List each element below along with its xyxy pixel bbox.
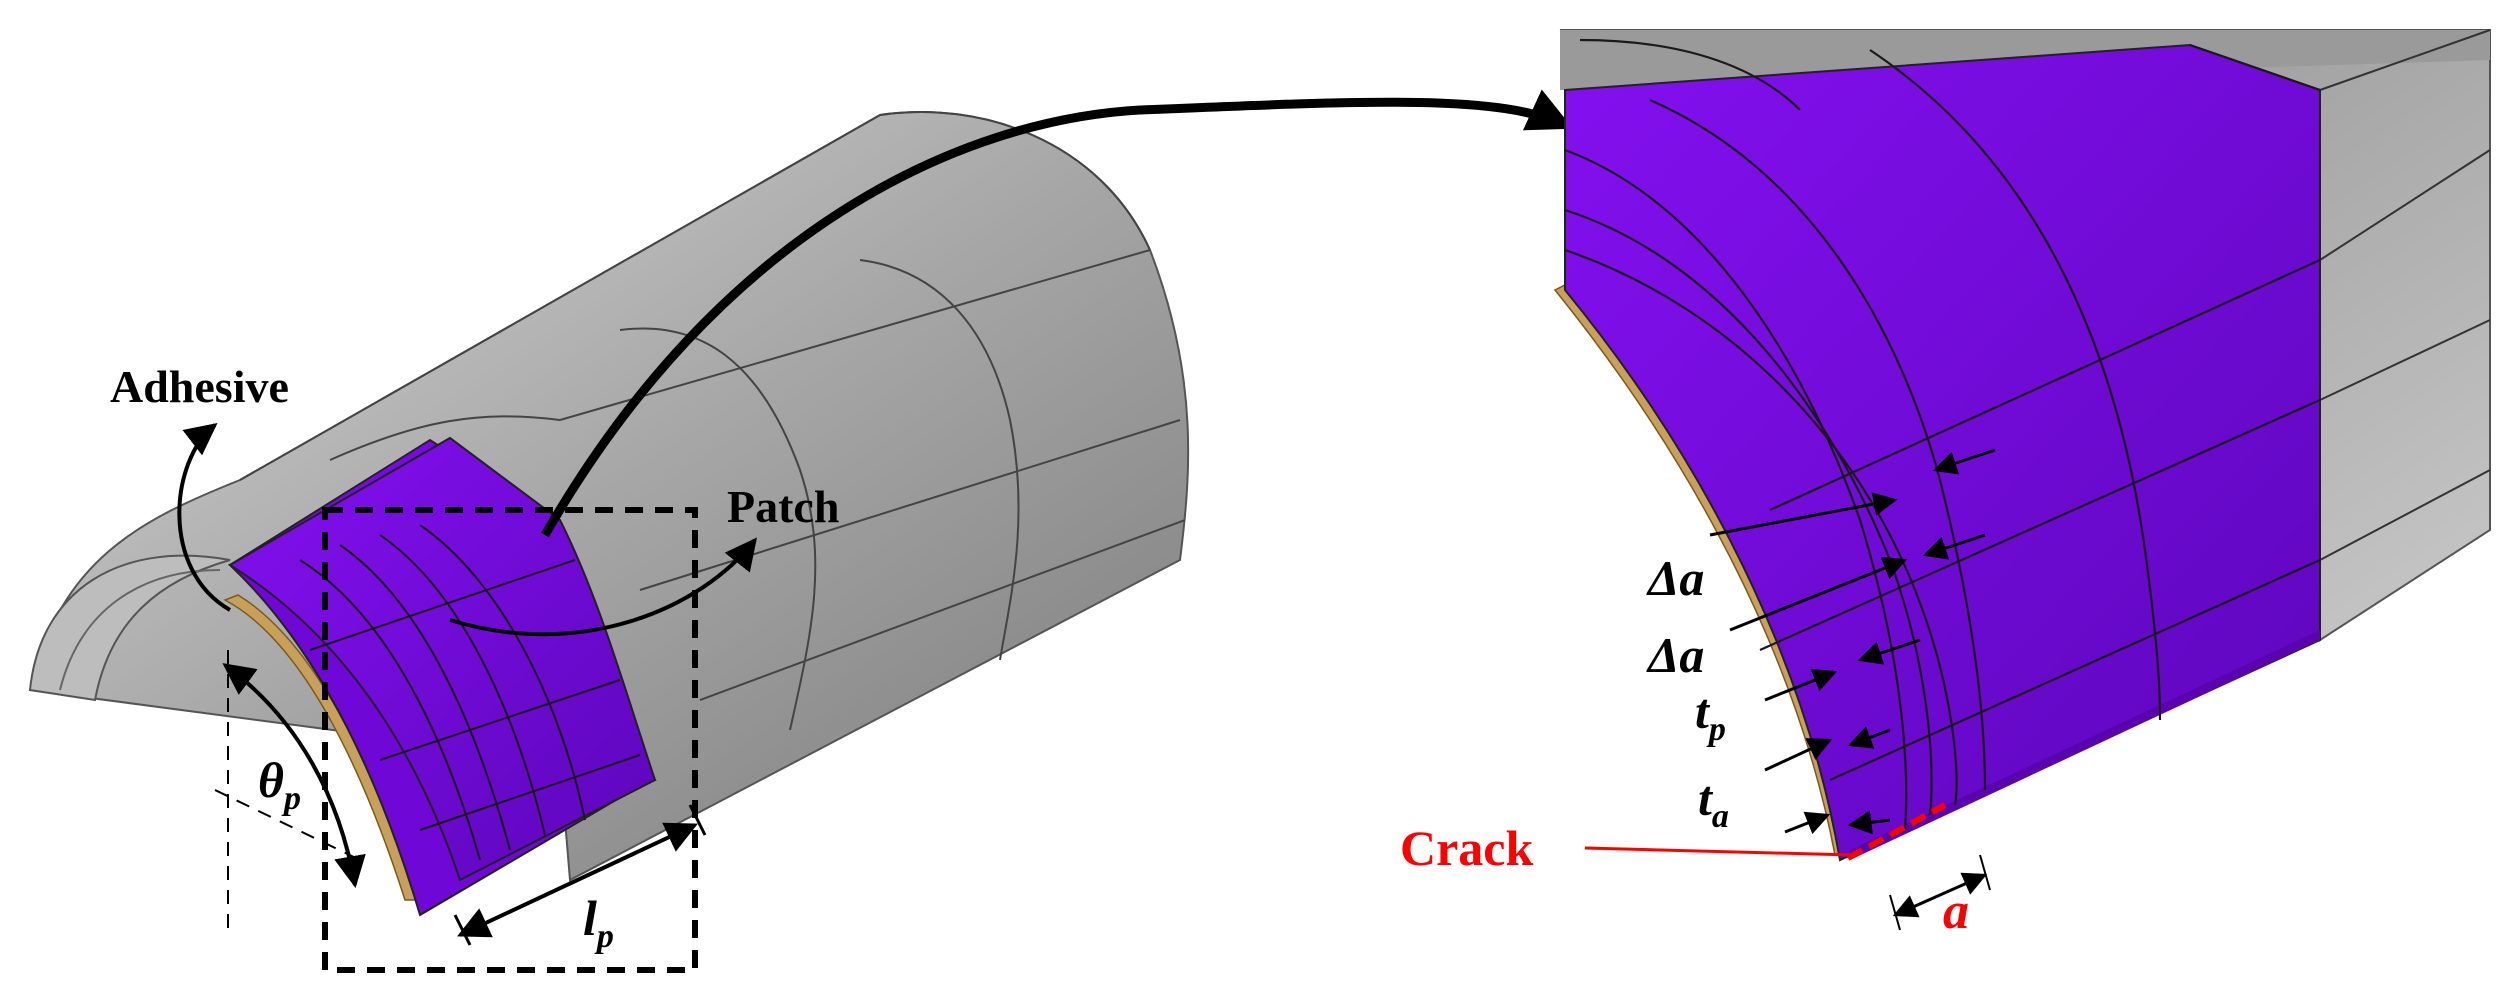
tp-lower-arrow (1764, 738, 1833, 772)
detail-patch-end-face (1850, 630, 2320, 860)
length-tick-right (688, 804, 707, 836)
crack-label: Crack (1400, 820, 1533, 876)
tp-arrow-opp (1857, 638, 1921, 665)
length-label: lp (583, 890, 614, 955)
zoom-connector-arrow (541, 89, 1574, 538)
zoom-region-box (322, 507, 698, 973)
left-model: Adhesive Patch θp lp (28, 111, 1190, 973)
right-detail: Δa Δa tp ta Crack a (1400, 29, 2491, 940)
adhesive-leader-arrow (177, 423, 231, 612)
delta-a-label-2: Δa (1646, 627, 1704, 683)
detail-dimension-arrows (1709, 448, 1996, 931)
patch-leader-arrow (449, 537, 757, 637)
ta-label: ta (1698, 770, 1729, 835)
crack-length-label: a (1943, 883, 1969, 940)
tp-arrow (1764, 668, 1838, 702)
delta-a-arrow-1-opp (1932, 448, 1996, 475)
adhesive-label: Adhesive (110, 361, 289, 412)
crack-length-tick-right (1979, 854, 1991, 891)
crack-line (1846, 802, 1947, 861)
delta-a-label-1: Δa (1646, 550, 1704, 606)
tp-label: tp (1695, 683, 1726, 748)
tp-lower-arrow-opp (1847, 726, 1891, 749)
patch-mesh-lines (299, 524, 641, 861)
theta-label: θp (258, 752, 301, 817)
pipe-end-face (28, 554, 231, 702)
length-tick-left (453, 914, 472, 946)
crack-length-arrow (1892, 872, 1988, 918)
detail-patch-mesh (1564, 38, 2321, 831)
delta-a-arrow-2-opp (1922, 533, 1986, 560)
ta-arrow (1784, 811, 1831, 835)
ta-arrow-opp (1847, 810, 1891, 835)
delta-a-arrow-2 (1729, 556, 1908, 632)
crack-leader-line (1584, 846, 1853, 857)
delta-a-arrow-1 (1709, 492, 1898, 537)
patch-label: Patch (727, 481, 839, 532)
length-dimension-arrow (457, 822, 698, 938)
theta-dimension-arrow (222, 663, 366, 889)
crack-length-tick-left (1889, 894, 1901, 931)
detail-pipe-mesh (2319, 29, 2491, 561)
